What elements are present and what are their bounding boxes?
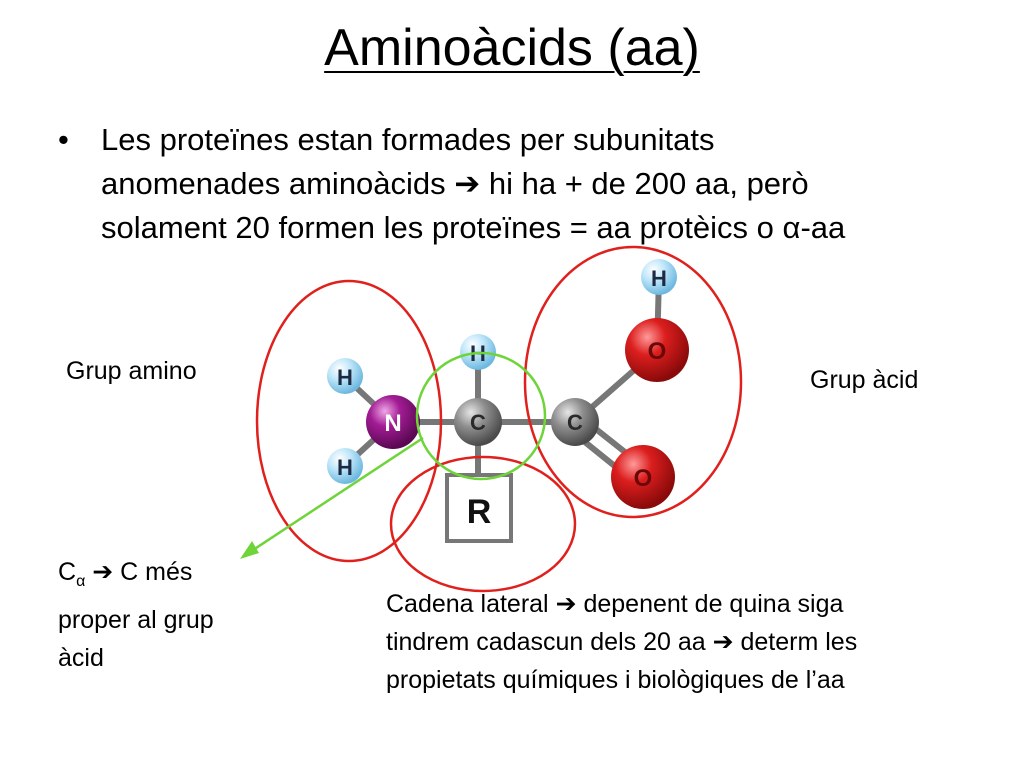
bonds (342, 274, 662, 483)
svg-text:C: C (470, 410, 486, 435)
atom-n: N (366, 395, 420, 449)
svg-text:C: C (567, 410, 583, 435)
slide-title: Aminoàcids (aa) (324, 19, 700, 77)
atom-o-hydroxyl: O (625, 318, 689, 382)
side-chain-line-3: propietats químiques i biològiques de l’… (386, 666, 845, 694)
side-chain-line-1-start: Cadena lateral (386, 590, 556, 618)
atom-c-carboxyl: C (551, 398, 599, 446)
r-group-box (445, 473, 513, 543)
svg-text:H: H (651, 266, 667, 291)
r-group-label: R (467, 493, 492, 531)
arrow-right-icon: ➔ (712, 628, 734, 656)
c-alpha-line-3: àcid (58, 644, 104, 672)
atom-h-amino-bottom: H (327, 448, 363, 484)
c-alpha-arrow (240, 436, 424, 559)
amino-group-label: Grup amino (66, 357, 197, 385)
c-alpha-line-1: Cα ➔ C més (58, 553, 288, 601)
bullet-text: Les proteïnes estan formades per subunit… (101, 118, 981, 250)
side-chain-line-1-end: depenent de quina siga (576, 590, 844, 618)
bullet-line-2-end: hi ha + de 200 aa, però (480, 166, 809, 201)
c-alpha-text: C més (113, 558, 193, 586)
atom-h-amino-top: H (327, 358, 363, 394)
c-alpha-line-2: proper al grup (58, 606, 214, 634)
c-alpha-label: Cα ➔ C més proper al grup àcid (58, 553, 288, 677)
atom-h-acid: H (641, 259, 677, 295)
side-chain-label: Cadena lateral ➔ depenent de quina siga … (386, 585, 1006, 699)
svg-text:H: H (337, 455, 353, 480)
arrow-right-icon: ➔ (454, 166, 481, 201)
side-chain-line-2-start: tindrem cadascun dels 20 aa (386, 628, 713, 656)
acid-group-ellipse (523, 245, 743, 519)
c-alpha-circle (415, 351, 547, 481)
svg-text:H: H (337, 365, 353, 390)
atom-c-alpha: C (454, 398, 502, 446)
bullet-line-1: Les proteïnes estan formades per subunit… (101, 122, 715, 157)
side-chain-ellipse (389, 455, 577, 593)
arrow-right-icon: ➔ (555, 590, 577, 618)
bullet-line-2: anomenades aminoàcids ➔ hi ha + de 200 a… (101, 162, 981, 206)
acid-group-label: Grup àcid (810, 366, 919, 394)
atom-o-double: O (611, 445, 675, 509)
side-chain-line-2-end: determ les (733, 628, 858, 656)
c-alpha-symbol: C (58, 558, 77, 586)
svg-text:O: O (648, 338, 667, 365)
svg-text:N: N (384, 410, 401, 437)
arrow-right-icon: ➔ (92, 558, 114, 586)
svg-text:O: O (634, 465, 653, 492)
side-chain-line-1: Cadena lateral ➔ depenent de quina siga (386, 585, 1006, 623)
c-alpha-subscript: α (76, 573, 86, 590)
bullet-dot: • (58, 122, 69, 157)
bullet-line-3: solament 20 formen les proteïnes = aa pr… (101, 210, 846, 245)
amino-group-ellipse (255, 279, 443, 563)
side-chain-line-2: tindrem cadascun dels 20 aa ➔ determ les (386, 623, 1006, 661)
bullet-line-2-start: anomenades aminoàcids (101, 166, 455, 201)
